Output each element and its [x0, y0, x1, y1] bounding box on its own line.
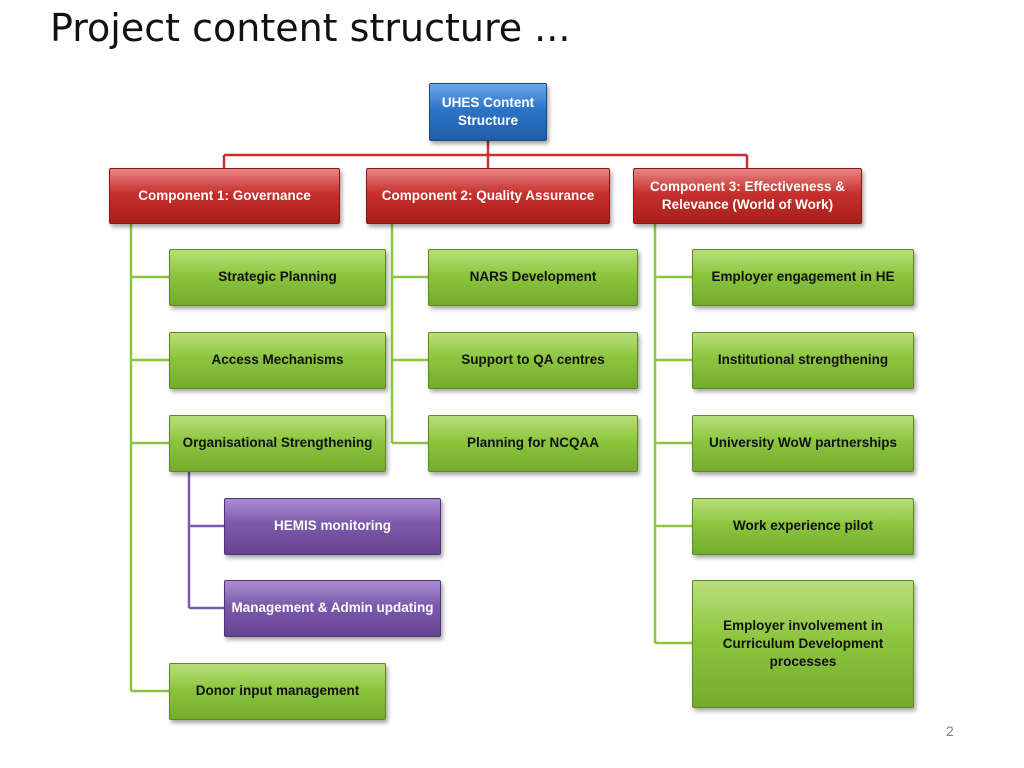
activity-planning-ncqaa: Planning for NCQAA [428, 415, 638, 472]
activity-access-mechanisms: Access Mechanisms [169, 332, 386, 389]
slide-title: Project content structure ... [50, 6, 571, 50]
component-3-connector [653, 224, 692, 645]
activity-nars-development: NARS Development [428, 249, 638, 306]
activity-organisational-strengthening: Organisational Strengthening [169, 415, 386, 472]
activity-strategic-planning: Strategic Planning [169, 249, 386, 306]
activity-work-experience-pilot: Work experience pilot [692, 498, 914, 555]
activity-employer-involvement-curriculum: Employer involvement in Curriculum Devel… [692, 580, 914, 708]
page-number: 2 [946, 723, 954, 739]
component-3-node: Component 3: Effectiveness & Relevance (… [633, 168, 862, 224]
root-connector [222, 141, 749, 168]
sub-activity-management-admin: Management & Admin updating [224, 580, 441, 637]
component-1-node: Component 1: Governance [109, 168, 340, 224]
activity-support-qa-centres: Support to QA centres [428, 332, 638, 389]
activity-university-wow-partnerships: University WoW partnerships [692, 415, 914, 472]
sub-activity-hemis-monitoring: HEMIS monitoring [224, 498, 441, 555]
activity-donor-input-management: Donor input management [169, 663, 386, 720]
activity-employer-engagement: Employer engagement in HE [692, 249, 914, 306]
sub-activity-connector [187, 472, 224, 610]
activity-institutional-strengthening: Institutional strengthening [692, 332, 914, 389]
component-1-connector [129, 224, 169, 693]
root-node: UHES Content Structure [429, 83, 547, 141]
component-2-node: Component 2: Quality Assurance [366, 168, 610, 224]
component-2-connector [390, 224, 428, 445]
